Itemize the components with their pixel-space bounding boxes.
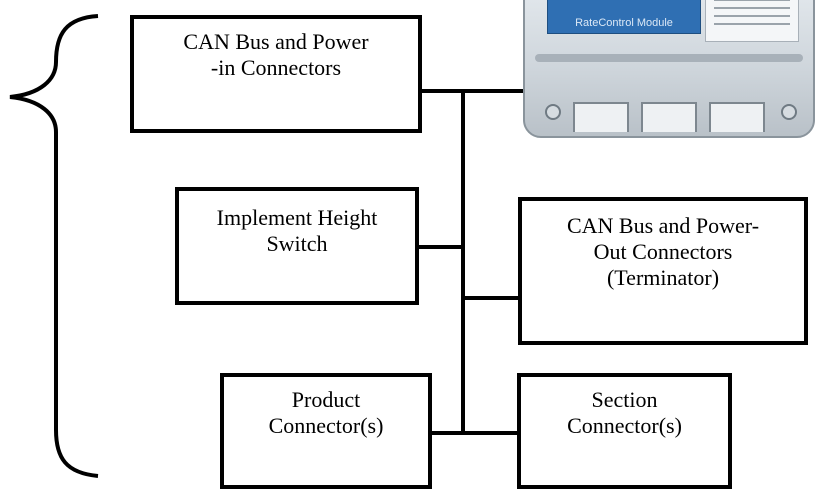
box-label: Switch xyxy=(266,231,328,256)
box-label: -in Connectors xyxy=(210,55,342,80)
device-mount-hole xyxy=(781,104,797,120)
box-label: CAN Bus and Power- xyxy=(566,213,760,238)
section-connector-box: Section Connector(s) xyxy=(517,373,732,489)
rate-control-module-device-image: RateControl Module xyxy=(523,0,815,138)
device-port xyxy=(709,102,765,132)
device-port xyxy=(573,102,629,132)
device-mount-hole xyxy=(545,104,561,120)
box-label: Connector(s) xyxy=(268,413,384,438)
box-label: Section xyxy=(591,387,658,412)
box-label: Implement Height xyxy=(216,205,378,230)
box-label: Out Connectors xyxy=(593,239,733,264)
box-label: (Terminator) xyxy=(606,265,720,290)
box-label: CAN Bus and Power xyxy=(183,29,369,54)
canbus-power-out-box: CAN Bus and Power- Out Connectors (Termi… xyxy=(518,197,808,345)
device-info-panel xyxy=(705,0,799,42)
box-label: Product xyxy=(291,387,361,412)
device-brand-text: RateControl Module xyxy=(575,17,673,29)
box-label: Connector(s) xyxy=(567,413,682,438)
device-ridge xyxy=(535,54,803,62)
left-curly-brace xyxy=(9,14,99,478)
implement-height-switch-box: Implement Height Switch xyxy=(175,187,419,305)
canbus-power-in-box: CAN Bus and Power -in Connectors xyxy=(130,15,422,133)
device-label-panel: RateControl Module xyxy=(547,0,701,34)
product-connector-box: Product Connector(s) xyxy=(220,373,432,489)
device-port xyxy=(641,102,697,132)
